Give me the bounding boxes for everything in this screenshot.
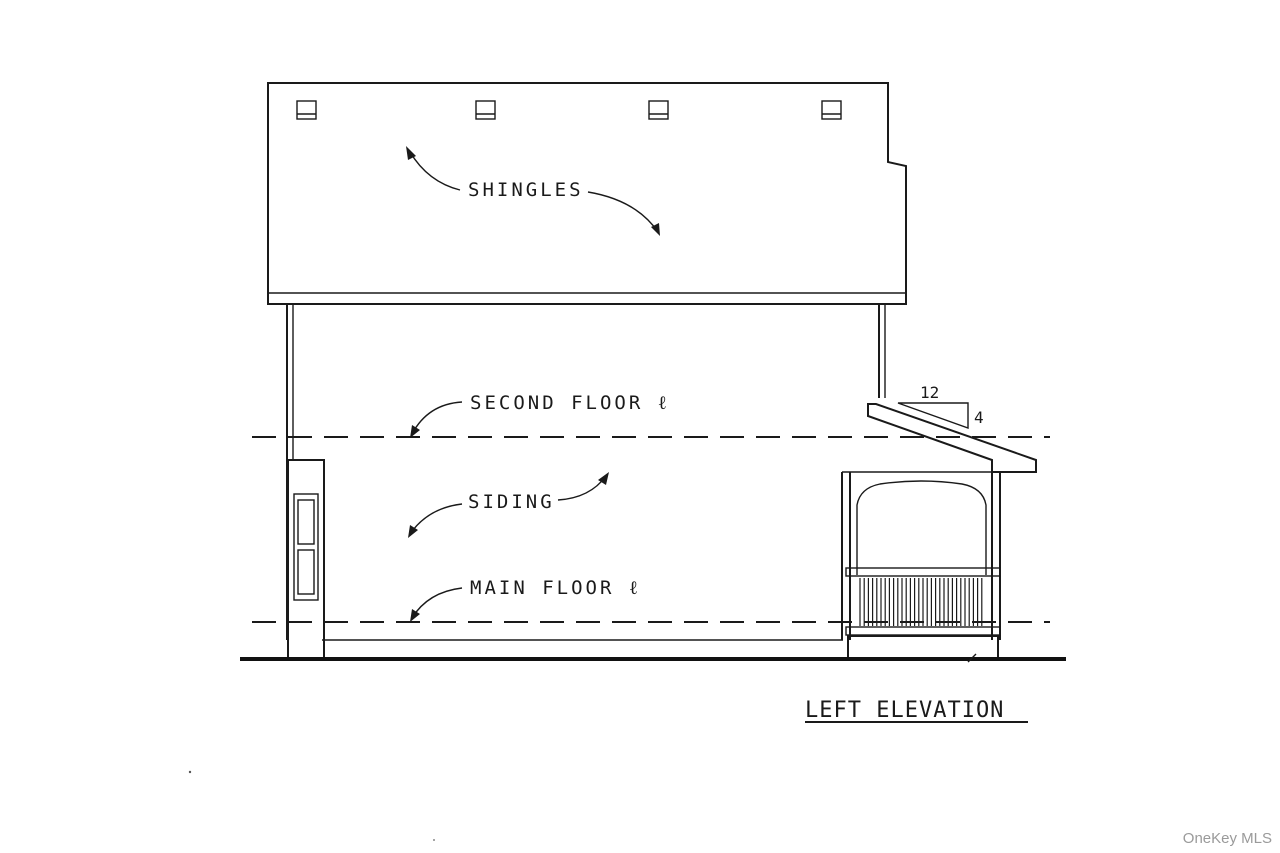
- upper-roof: [267, 82, 907, 305]
- shingles-leader-right: [587, 191, 660, 236]
- porch-railing: [859, 578, 983, 626]
- pitch-rise: 4: [974, 408, 984, 427]
- shingles-label: SHINGLES: [468, 179, 584, 201]
- shingles-leader-left: [406, 146, 461, 191]
- roof-vent: [296, 100, 317, 120]
- porch-roof: [842, 403, 1037, 473]
- main-floor-leader: [410, 587, 463, 622]
- roof-vents: [296, 100, 842, 120]
- siding-leader-left: [408, 503, 463, 538]
- roof-vent: [648, 100, 669, 120]
- pitch-run: 12: [920, 383, 939, 402]
- roof-pitch-indicator: 12 4: [897, 383, 984, 429]
- watermark: OneKey MLS: [1182, 830, 1272, 847]
- roof-vent: [475, 100, 496, 120]
- side-bumpout: [287, 459, 325, 659]
- porch: [841, 472, 1001, 659]
- siding-label: SIDING: [468, 491, 555, 513]
- roof-vent: [821, 100, 842, 120]
- second-floor-leader: [410, 401, 463, 438]
- main-floor-label: MAIN FLOOR ℓ: [470, 577, 641, 599]
- drawing-title: LEFT ELEVATION: [805, 698, 1004, 723]
- second-floor-label: SECOND FLOOR ℓ: [470, 392, 670, 414]
- siding-leader-right: [557, 472, 609, 501]
